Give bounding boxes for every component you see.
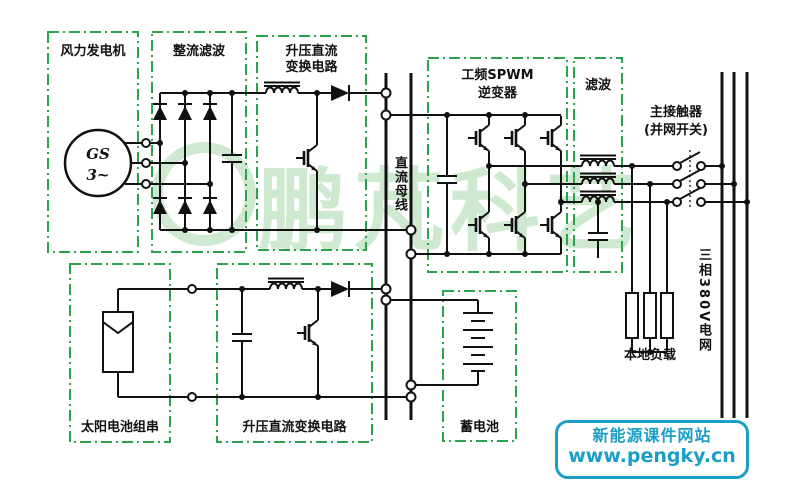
contactor-label-line2: (并网开关) — [644, 123, 708, 138]
filter-label: 滤波 — [584, 78, 611, 93]
boost-top-label-line2: 变换电路 — [285, 60, 338, 75]
boost-igbt-top — [294, 134, 319, 182]
grid-label: 三相380V电网 — [696, 248, 711, 354]
rectifier-filter-label: 整流滤波 — [172, 44, 225, 59]
boost-converter-bottom-box — [216, 263, 373, 443]
filter-capacitor — [588, 202, 608, 258]
module-boxes — [47, 31, 623, 443]
boost-bottom-label: 升压直流变换电路 — [242, 420, 347, 435]
boost-converter-top-box — [256, 35, 367, 251]
lc-filter — [580, 154, 616, 258]
local-load — [625, 163, 674, 355]
boost-diode-top — [331, 85, 349, 101]
local-load-label: 本地负载 — [623, 348, 676, 363]
grid-lines — [719, 72, 750, 418]
inverter-label-line1: 工频SPWM — [461, 68, 534, 83]
watermark-ring — [152, 142, 256, 246]
boost-diode-bottom — [331, 281, 349, 297]
rectifier-filter-box — [151, 31, 247, 253]
rectifier-capacitor — [222, 93, 242, 230]
rectifier-junction-dots — [157, 90, 235, 233]
boost-converter-bottom — [232, 277, 382, 400]
solar-string-box — [69, 263, 171, 443]
generator-symbol — [63, 128, 210, 198]
pengky-badge-title: 新能源课件网站 — [592, 426, 712, 445]
inverter-capacitor — [437, 115, 457, 254]
dc-bus — [384, 73, 561, 420]
contactor-label-line1: 主接触器 — [649, 105, 702, 120]
wind-generator-label: 风力发电机 — [60, 44, 126, 59]
solar-panel-symbol — [102, 284, 407, 402]
generator-phase-label: 3~ — [86, 166, 110, 184]
spwm-inverter — [437, 112, 582, 257]
battery-label: 蓄电池 — [459, 420, 499, 435]
battery-symbol — [390, 299, 493, 386]
generator-gs-label: GS — [86, 145, 110, 163]
boost-inductor-bottom — [269, 282, 303, 290]
pengky-badge: 新能源课件网站 www.pengky.cn — [555, 420, 749, 479]
inverter-label-line2: 逆变器 — [477, 86, 517, 101]
battery-box — [442, 290, 517, 442]
pengky-badge-url: www.pengky.cn — [568, 445, 736, 467]
solar-string-label: 太阳电池组串 — [80, 420, 159, 435]
boost-inductor-top — [265, 86, 299, 94]
dc-bus-terminals — [380, 87, 417, 403]
boost-capacitor-bottom — [232, 289, 252, 397]
main-contactor — [614, 150, 747, 208]
boost-igbt-bottom — [295, 309, 320, 357]
rectifier-bridge — [153, 90, 407, 233]
boost-top-label-line1: 升压直流 — [285, 44, 338, 59]
boost-converter-top — [264, 81, 382, 233]
dc-bus-label: 直流母线 — [392, 156, 407, 212]
